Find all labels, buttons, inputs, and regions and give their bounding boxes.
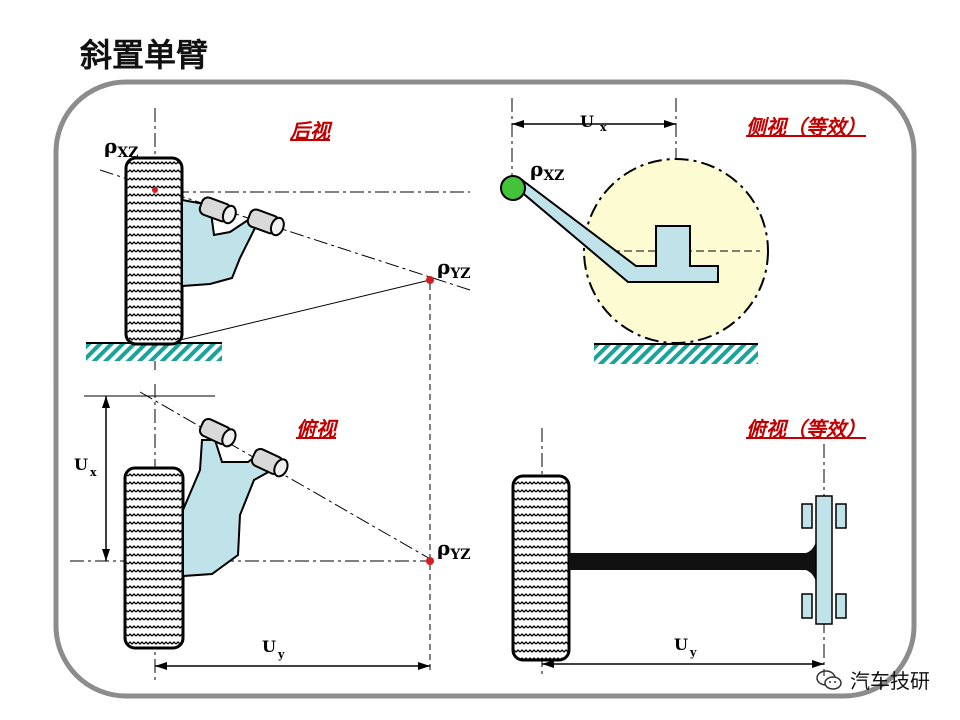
top-equiv-tire: [511, 474, 571, 662]
top-view-title: 俯视: [296, 417, 339, 441]
side-pivot: [500, 175, 526, 201]
watermark: 汽车技研: [816, 665, 930, 694]
rear-view: ρXZ ρYZ 后视: [86, 108, 471, 370]
top-equiv-beam: [569, 532, 818, 590]
rear-tire: [124, 156, 184, 346]
top-equiv-pivot-bar: [815, 495, 833, 625]
rear-rho-yz-point: [426, 276, 434, 284]
top-equiv-view-title: 俯视（等效）: [746, 417, 866, 441]
rear-rho-yz-label: ρYZ: [437, 255, 471, 282]
top-rho-yz-label: ρYZ: [437, 536, 471, 563]
wechat-icon: [816, 669, 842, 690]
rear-ground: [86, 343, 222, 361]
top-tire: [123, 466, 185, 650]
side-view-title: 侧视（等效）: [746, 115, 866, 139]
watermark-text: 汽车技研: [850, 669, 930, 693]
rear-view-title: 后视: [289, 119, 333, 143]
side-rho-xz-label: ρXZ: [530, 157, 564, 184]
side-ground: [594, 344, 758, 364]
panel-frame: [53, 79, 917, 699]
side-arm: [510, 178, 719, 283]
rear-rho-xz-label: ρXZ: [104, 134, 138, 161]
page-title: 斜置单臂: [80, 36, 209, 74]
top-rho-yz-point: [426, 557, 434, 565]
